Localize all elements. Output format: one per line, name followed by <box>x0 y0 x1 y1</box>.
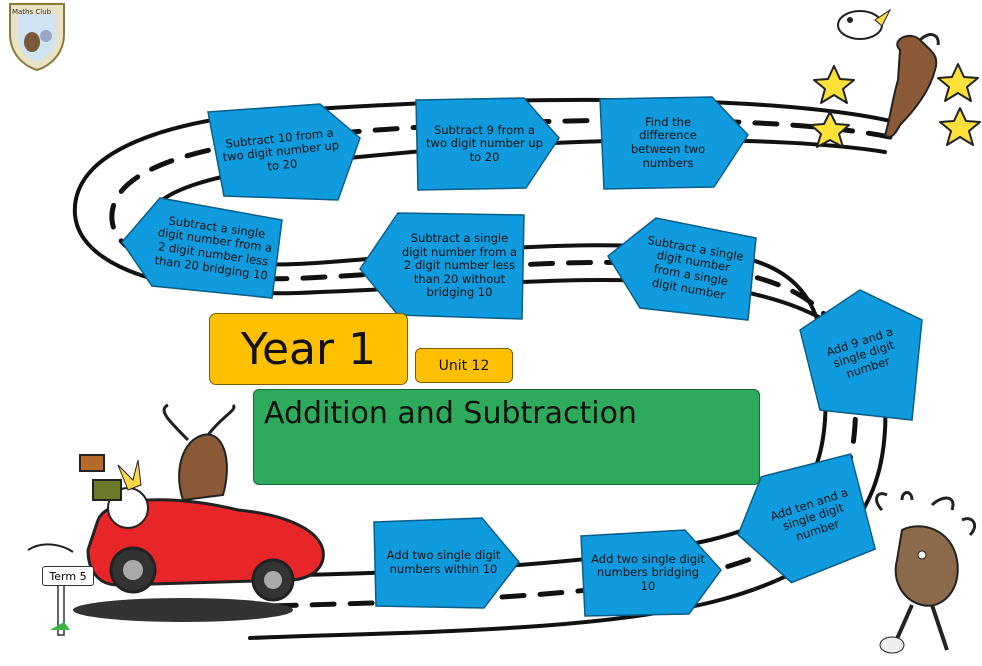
star-icon <box>939 107 981 146</box>
step-find-difference[interactable]: Find the difference between two numbers <box>599 96 749 190</box>
moose-icon <box>875 491 976 654</box>
step-label: Subtract a single digit number from a 2 … <box>153 213 274 283</box>
star-icon <box>937 63 979 102</box>
moose-cockatoo-icon <box>837 8 940 138</box>
car-icon <box>27 403 325 622</box>
step-sub-bridging[interactable]: Subtract a single digit number from a 2 … <box>121 197 283 299</box>
step-add2-bridging10[interactable]: Add two single digit numbers bridging 10 <box>580 529 722 617</box>
club-badge-text: Maths Club <box>12 8 52 16</box>
star-icon <box>813 65 855 104</box>
topic-panel: Addition and Subtraction <box>253 389 760 485</box>
topic-title: Addition and Subtraction <box>264 396 637 431</box>
step-sub-10[interactable]: Subtract 10 from a two digit number up t… <box>207 103 361 201</box>
step-sub-without-bridging[interactable]: Subtract a single digit number from a 2 … <box>359 212 525 320</box>
step-label: Subtract a single digit number from a si… <box>646 232 745 302</box>
step-add-ten[interactable]: Add ten and a single digit number <box>723 448 883 593</box>
step-add-9[interactable]: Add 9 and a single digit number <box>799 289 923 421</box>
step-label: Subtract a single digit number from a 2 … <box>401 231 518 300</box>
step-label: Add two single digit numbers bridging 10 <box>591 551 705 593</box>
unit-label: Unit 12 <box>415 348 513 383</box>
step-label: Find the difference between two numbers <box>630 114 706 170</box>
step-label: Add two single digit numbers within 10 <box>386 548 501 576</box>
step-add2-within10[interactable]: Add two single digit numbers within 10 <box>373 517 520 609</box>
star-icon <box>810 111 850 148</box>
step-sub-single-from-single[interactable]: Subtract a single digit number from a si… <box>607 217 758 321</box>
step-label: Subtract 9 from a two digit number up to… <box>426 122 543 164</box>
step-label: Subtract 10 from a two digit number up t… <box>222 125 340 174</box>
term-sign: Term 5 <box>42 566 94 586</box>
step-sub-9[interactable]: Subtract 9 from a two digit number up to… <box>415 97 560 191</box>
club-badge-icon <box>9 3 65 72</box>
year-title: Year 1 <box>209 313 408 385</box>
